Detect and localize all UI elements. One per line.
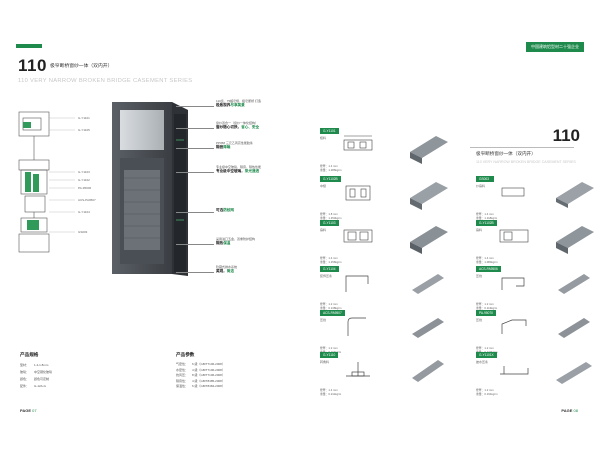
leader-line — [176, 272, 214, 273]
param-list: 气密性：6 级（GB/T7106-2008） 水密性：4 级（GB/T7106-… — [176, 362, 225, 389]
callout: 可选防蚊网 — [216, 208, 234, 212]
leader-line — [176, 148, 214, 149]
leader-line — [176, 244, 214, 245]
profile-drawing — [501, 277, 525, 290]
page-number: PAGE 07 — [20, 408, 37, 413]
section-drawing — [18, 111, 75, 253]
profile-drawing — [347, 317, 366, 336]
callout: 110宽、75超窄梃，极窄断桥 打造 极致视界尽享美景 — [216, 99, 261, 108]
profile-drawing — [500, 366, 529, 375]
section-label: GS003 — [78, 230, 88, 234]
section-label: G-Y1103 — [78, 170, 90, 174]
divider — [470, 147, 574, 148]
leader-line — [176, 128, 214, 129]
leader-line — [176, 106, 214, 107]
series-title-cn: 极窄断桥窗纱一体（双内开） — [50, 64, 113, 69]
series-number: 110 — [552, 126, 580, 145]
leader-line — [176, 212, 214, 213]
left-page: 110 极窄断桥窗纱一体（双内开） 110 VERY NARROW BROKEN… — [16, 44, 262, 413]
profile-drawing — [343, 135, 373, 151]
series-number: 110 — [18, 56, 47, 75]
profile-photo — [410, 226, 448, 254]
profile-drawing — [499, 229, 529, 243]
section-label: PA-95006 — [78, 186, 92, 190]
leader-line — [176, 172, 214, 173]
corporate-tag: 中国建筑铝型材二十强企业 — [526, 42, 584, 52]
section-label: G-Y1105 — [78, 128, 90, 132]
callout: 隐藏式排水系统 美观，简洁 — [216, 265, 238, 274]
spec-heading: 产品规格 — [20, 352, 39, 357]
series-title-cn: 极窄断桥窗纱一体（双内开） — [476, 151, 536, 156]
callout: 专业级中空玻璃，隔音，隔热性能 专业级中空玻璃，采光通透 — [216, 165, 262, 174]
profile-photo — [556, 182, 594, 208]
section-label: G-Y1102 — [78, 178, 90, 182]
profile-drawing — [343, 229, 373, 243]
section-label: G-Y1101 — [78, 116, 90, 120]
section-label: G-Y1104 — [78, 210, 90, 214]
profile-photo — [556, 362, 592, 384]
profile-photo — [558, 318, 590, 338]
window-render — [112, 102, 188, 276]
callout: PP058 三元乙丙高性能胶条 隔音降噪 — [216, 141, 253, 150]
accent-bar — [16, 44, 42, 48]
profile-drawing — [345, 275, 369, 292]
page-number: PAGE 08 — [561, 408, 578, 413]
profile-drawing — [345, 185, 371, 201]
profile-photo — [410, 182, 448, 210]
profile-photo — [556, 226, 594, 254]
series-title-en: 110 VERY NARROW BROKEN BRIDGE CASEMENT S… — [18, 78, 193, 84]
right-page: 中国建筑铝型材二十强企业 110 极窄断桥窗纱一体（双内开） 110 VERY … — [300, 0, 600, 450]
profile-drawing — [501, 319, 527, 334]
profile-photo — [410, 136, 448, 164]
profile-photo — [558, 274, 590, 294]
param-heading: 产品参数 — [176, 352, 195, 357]
profile-drawing — [501, 187, 525, 197]
profile-photo — [412, 274, 444, 294]
profile-drawing — [346, 362, 370, 377]
profile-photo — [412, 360, 444, 382]
callout: 窗纱双合一（窗纱一体化结构） 窗纱随心切换，省心、安全 — [216, 121, 260, 130]
profile-photo — [412, 318, 444, 338]
section-label: ACS-PA9507 — [78, 198, 96, 202]
series-title-en: 110 VERY NARROW BROKEN BRIDGE CASEMENT S… — [476, 160, 576, 164]
spec-list: 型材：1.4-1.8mm 玻璃：中空钢化玻璃 颜色：颜色可定制 配件：G-12A… — [20, 363, 53, 388]
callout: 采用进口五金，双重防护结构 隔热保温 — [216, 237, 256, 246]
